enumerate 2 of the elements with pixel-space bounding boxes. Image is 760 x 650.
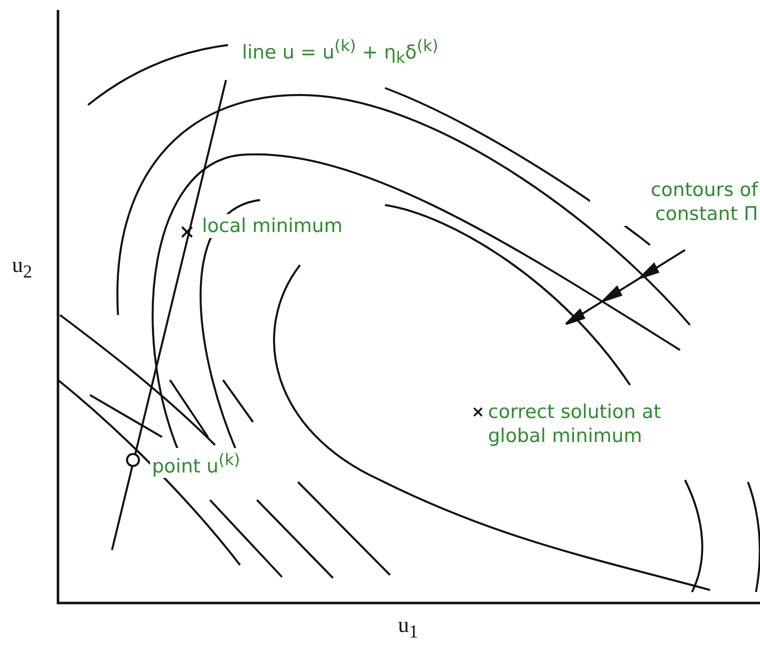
axis-label: u$_{2}$ [12,252,34,282]
axis-label: u$_{1}$ [398,612,420,642]
